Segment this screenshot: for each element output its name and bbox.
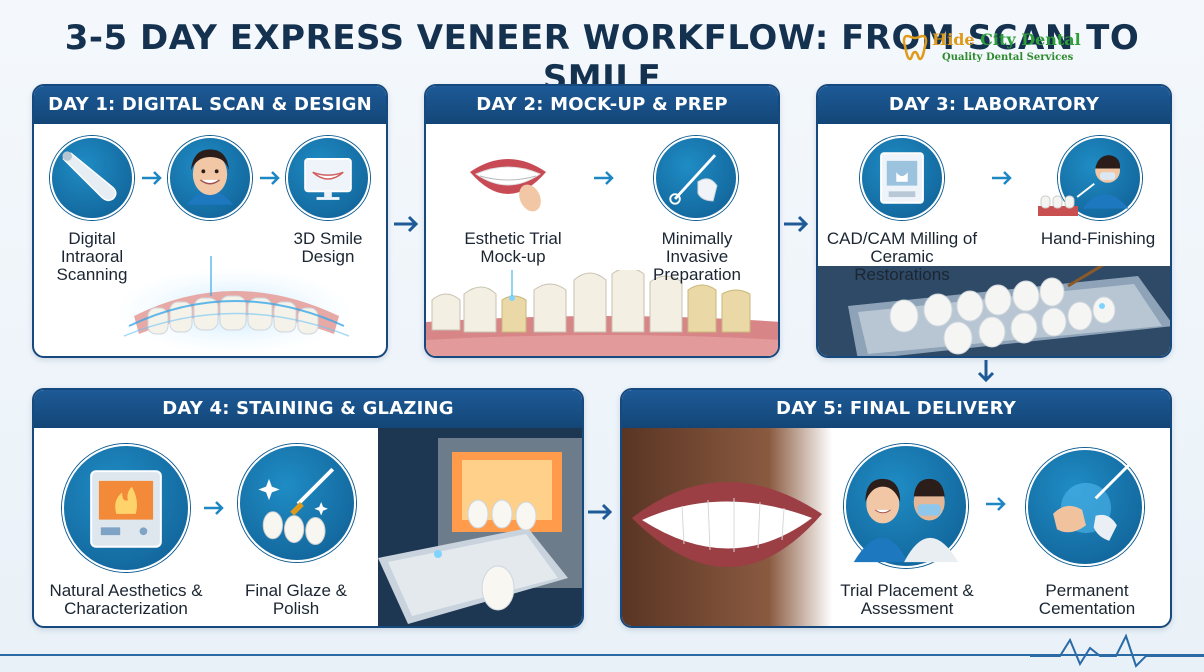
step-label: Esthetic Trial Mock-up — [464, 229, 562, 266]
teeth-prep-scene — [426, 250, 778, 356]
tool-circle — [654, 136, 738, 220]
veneer-tray-small-icon — [1038, 190, 1078, 218]
panel-heading: DAY 3: LABORATORY FABRICATION — [818, 86, 1170, 153]
flow-arrow-down-icon — [977, 360, 995, 383]
panel-day-2: DAY 2: MOCK-UP & PREP Esthetic Trial Moc… — [424, 84, 780, 358]
step-label: Trial Placement & Assessment — [840, 581, 974, 618]
clinic-logo: Hide City Dental Quality Dental Services — [898, 30, 1088, 68]
arrow-right-icon — [260, 171, 280, 185]
patient-face-icon — [187, 149, 233, 205]
panel-day-5: DAY 5: FINAL DELIVERY Trial Placement & … — [620, 388, 1172, 628]
veneer-tray-scene — [818, 254, 1170, 356]
step-label: CAD/CAM Milling of Ceramic Restorations — [826, 229, 978, 284]
arrow-right-icon — [594, 171, 614, 185]
furnace-scene — [378, 428, 582, 626]
flow-arrow-icon — [394, 215, 419, 233]
brush-veneers-icon — [258, 467, 335, 546]
brush-circle — [238, 444, 356, 562]
flow-arrow-icon — [588, 503, 613, 521]
furnace-icon — [90, 470, 162, 548]
panel-heading: DAY 1: DIGITAL SCAN & DESIGN — [34, 86, 386, 124]
scanner-icon — [62, 152, 117, 202]
heartbeat-line-icon — [1030, 633, 1204, 668]
page-title: 3-5 DAY EXPRESS VENEER WORKFLOW: FROM SC… — [64, 18, 1140, 98]
step-label: Digital Intraoral Scanning — [56, 229, 128, 284]
tooth-logo-icon — [902, 34, 928, 61]
cement-circle — [1026, 448, 1144, 566]
milling-machine-icon — [880, 152, 924, 204]
smile-lips-icon — [470, 159, 546, 212]
patient-circle — [168, 136, 252, 220]
furnace-circle — [62, 444, 190, 572]
panel-day-4: DAY 4: STAINING & GLAZING Natural Aesthe… — [32, 388, 584, 628]
smile-circle — [466, 136, 550, 220]
dentist-circle — [844, 444, 968, 568]
monitor-smile-icon — [304, 158, 352, 200]
panel-heading: DAY 2: MOCK-UP & PREP — [426, 86, 778, 124]
panel-day-1: DAY 1: DIGITAL SCAN & DESIGN Digital Int… — [32, 84, 388, 358]
arrow-right-icon — [992, 171, 1012, 185]
cement-tool-icon — [1053, 464, 1130, 541]
panel-heading: DAY 4: STAINING & GLAZING — [34, 390, 582, 428]
panel-heading: DAY 5: FINAL DELIVERY — [622, 390, 1170, 428]
step-label: 3D Smile Design — [293, 229, 363, 266]
mill-circle — [860, 136, 944, 220]
step-label: Hand-Finishing — [1040, 229, 1156, 248]
footer-line — [0, 654, 1204, 656]
panel-day-3: DAY 3: LABORATORY FABRICATION CAD/CAM Mi… — [816, 84, 1172, 358]
arrow-right-icon — [142, 171, 162, 185]
monitor-circle — [286, 136, 370, 220]
logo-name: Hide City Dental — [932, 30, 1081, 49]
digital-aligner-scene — [114, 256, 354, 356]
step-label: Natural Aesthetics & Characterization — [49, 581, 203, 618]
arrow-right-icon — [204, 501, 224, 515]
step-label: Permanent Cementation — [1038, 581, 1136, 618]
logo-tagline: Quality Dental Services — [942, 52, 1074, 63]
arrow-right-icon — [986, 497, 1006, 511]
final-smile-scene — [622, 428, 832, 626]
dental-tool-hand-icon — [669, 154, 718, 205]
step-label: Minimally Invasive Preparation — [653, 229, 741, 284]
flow-arrow-icon — [784, 215, 809, 233]
dentist-patient-icon — [853, 478, 959, 563]
technician-icon — [1076, 155, 1129, 209]
step-label: Final Glaze & Polish — [244, 581, 348, 618]
scanner-circle — [50, 136, 134, 220]
